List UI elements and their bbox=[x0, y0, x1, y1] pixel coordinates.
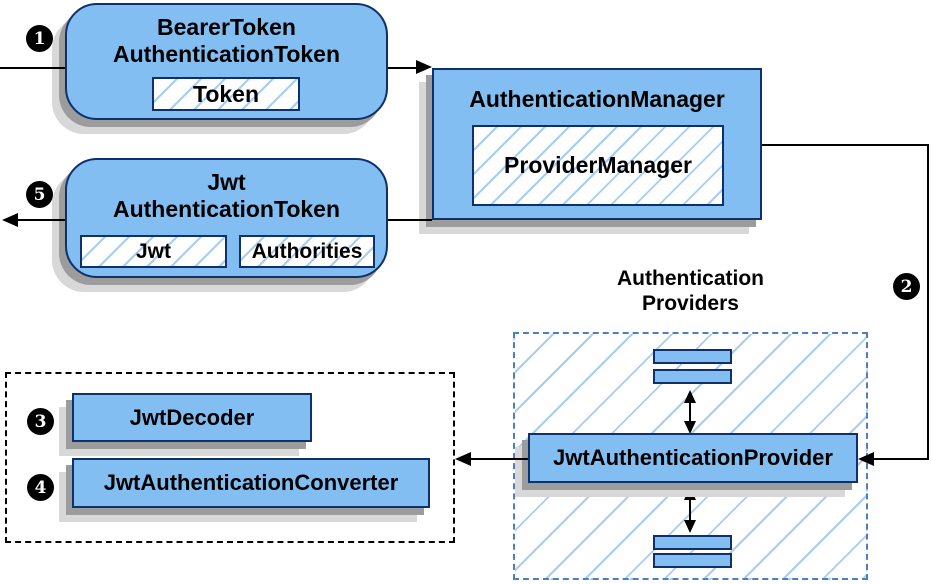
jwt-authentication-provider-label: JwtAuthenticationProvider bbox=[553, 445, 833, 470]
incoming-request-line bbox=[0, 67, 65, 69]
provider-placeholder-bar bbox=[653, 535, 732, 550]
authentication-providers-label-line2: Providers bbox=[642, 292, 739, 315]
arrow-up-icon bbox=[684, 390, 696, 403]
provider-placeholder-bar bbox=[653, 369, 732, 384]
step-3-badge: 3 bbox=[27, 408, 54, 435]
jwt-token-title-line2: AuthenticationToken bbox=[112, 196, 340, 222]
jwt-chip: Jwt bbox=[80, 235, 227, 268]
authentication-manager-node: AuthenticationManager ProviderManager bbox=[432, 68, 762, 220]
step-5-badge: 5 bbox=[26, 181, 53, 208]
connector-line bbox=[762, 144, 929, 146]
connector-line bbox=[388, 67, 416, 69]
connector-line bbox=[18, 219, 65, 221]
step-2-badge: 2 bbox=[893, 273, 920, 300]
arrow-left-icon bbox=[2, 213, 18, 227]
authorities-chip-label: Authorities bbox=[251, 239, 363, 263]
provider-placeholder-bar bbox=[653, 349, 732, 364]
arrow-up-icon bbox=[684, 487, 696, 500]
authorities-chip: Authorities bbox=[239, 235, 375, 268]
arrow-left-icon bbox=[455, 452, 471, 466]
token-chip: Token bbox=[152, 77, 300, 111]
jwt-authentication-token-node: Jwt AuthenticationToken Jwt Authorities bbox=[65, 158, 388, 278]
jwt-authentication-provider-node: JwtAuthenticationProvider bbox=[528, 433, 858, 483]
bearer-token-title-line2: AuthenticationToken bbox=[112, 41, 340, 67]
jwt-chip-label: Jwt bbox=[135, 239, 171, 263]
jwt-authentication-converter-label: JwtAuthenticationConverter bbox=[103, 470, 399, 495]
authentication-manager-title: AuthenticationManager bbox=[469, 86, 725, 112]
arrow-right-icon bbox=[416, 60, 432, 74]
arrow-down-icon bbox=[684, 421, 696, 434]
bearer-token-title-line1: BearerToken bbox=[157, 14, 296, 40]
jwt-decoder-node: JwtDecoder bbox=[72, 393, 312, 442]
connector-line bbox=[874, 458, 929, 460]
connector-line bbox=[927, 144, 929, 460]
connector-line bbox=[689, 499, 691, 521]
provider-manager-label: ProviderManager bbox=[504, 152, 692, 178]
step-4-badge: 4 bbox=[27, 474, 54, 501]
jwt-authentication-converter-node: JwtAuthenticationConverter bbox=[72, 458, 430, 508]
jwt-components-panel bbox=[5, 372, 455, 543]
bearer-token-authentication-token-node: BearerToken AuthenticationToken Token bbox=[65, 3, 388, 120]
connector-line bbox=[689, 402, 691, 422]
jwt-decoder-label: JwtDecoder bbox=[129, 404, 255, 430]
jwt-token-title-line1: Jwt bbox=[207, 169, 246, 195]
connector-line bbox=[471, 458, 528, 460]
authentication-providers-label-line1: Authentication bbox=[617, 267, 764, 290]
provider-manager-chip: ProviderManager bbox=[472, 125, 724, 206]
arrow-down-icon bbox=[684, 520, 696, 533]
arrow-left-icon bbox=[858, 452, 874, 466]
provider-placeholder-bar bbox=[653, 553, 732, 568]
manager-to-jwt-token-line bbox=[388, 219, 432, 221]
token-chip-label: Token bbox=[192, 80, 260, 107]
authentication-providers-label: Authentication Providers bbox=[563, 266, 818, 316]
step-1-badge: 1 bbox=[26, 25, 53, 52]
